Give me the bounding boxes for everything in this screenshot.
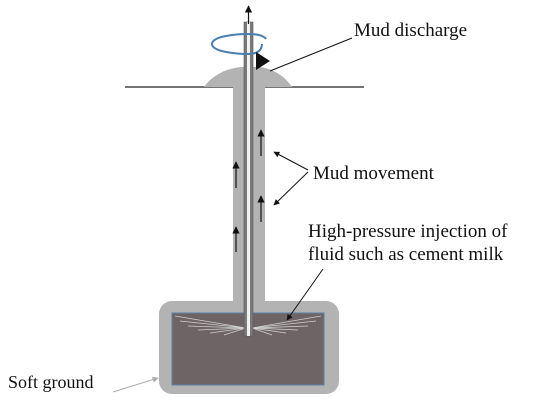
label-injection: High-pressure injection of fluid such as… xyxy=(308,221,507,267)
leader-soft-ground xyxy=(112,376,159,393)
drill-rod-core xyxy=(247,22,250,336)
label-mud-discharge: Mud discharge xyxy=(354,20,468,41)
leader-mud-movement-upper xyxy=(273,151,309,171)
label-mud-movement: Mud movement xyxy=(313,163,434,184)
leader-mud-discharge xyxy=(269,37,353,72)
leader-injection xyxy=(286,268,324,321)
mud-flow-arrows xyxy=(232,129,265,252)
discharge-arrowhead-icon xyxy=(256,52,270,70)
jet-spray xyxy=(174,315,322,336)
leader-mud-movement-lower xyxy=(273,171,309,206)
label-injection-line1: High-pressure injection of xyxy=(308,221,508,242)
label-injection-line2: fluid such as cement milk xyxy=(308,243,504,265)
rotation-arrow-icon xyxy=(210,32,267,56)
label-soft-ground: Soft ground xyxy=(8,372,94,392)
